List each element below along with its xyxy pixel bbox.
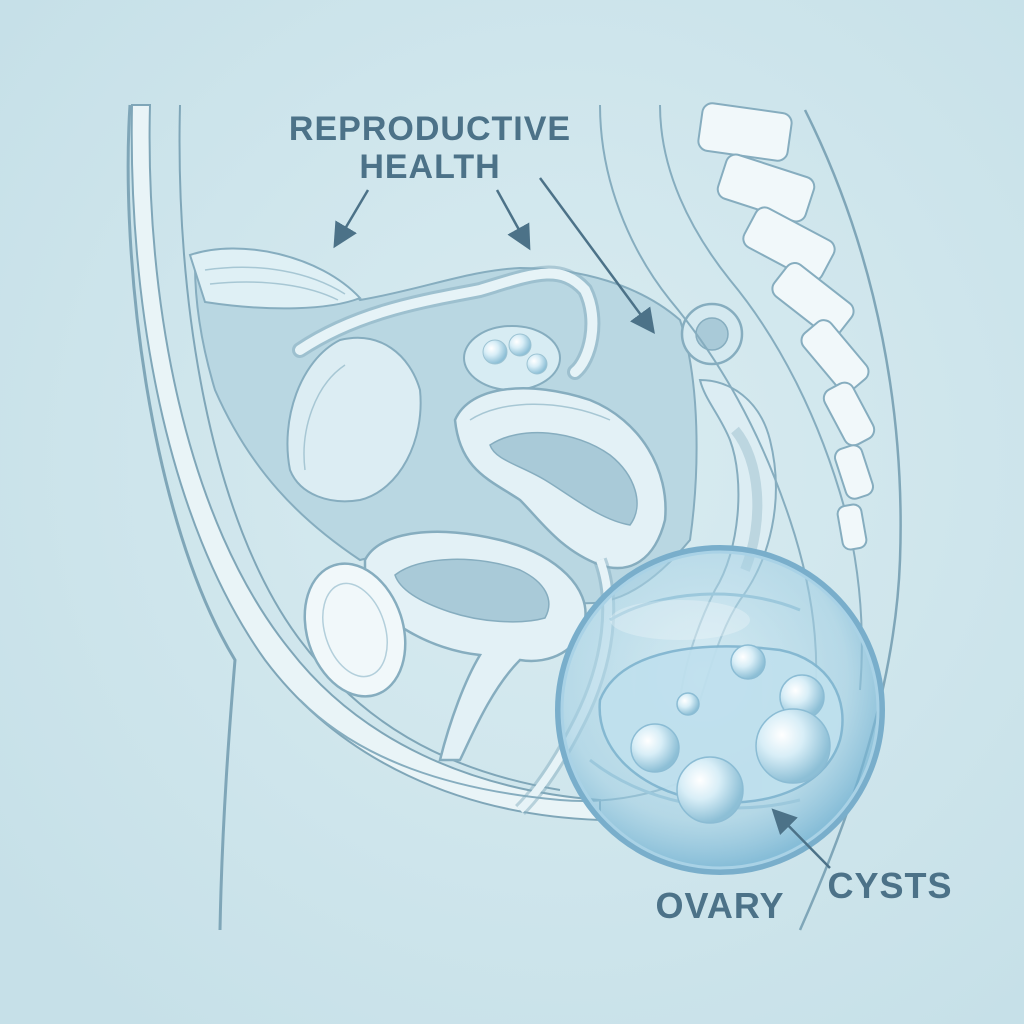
- cyst: [630, 723, 680, 773]
- title-line-1: REPRODUCTIVE: [289, 110, 571, 148]
- arrow-up-left-icon: [771, 808, 831, 869]
- arrow-down-icon: [333, 189, 370, 249]
- pubic-bone: [303, 562, 407, 698]
- title-line-2: HEALTH: [359, 148, 500, 186]
- ovary-label: OVARY: [655, 885, 784, 926]
- cyst: [755, 708, 831, 784]
- cyst: [676, 692, 700, 716]
- body-outline-back: [798, 109, 902, 931]
- bladder-dome: [286, 336, 422, 503]
- ovary-magnifier: [555, 545, 885, 875]
- arrow-down-icon: [495, 189, 531, 251]
- bladder-lumen: [394, 558, 550, 623]
- body-outline-front: [126, 104, 237, 931]
- intestine-loop: [188, 247, 362, 310]
- fallopian-tube: [295, 268, 598, 377]
- cysts-label: CYSTS: [827, 865, 952, 906]
- spine: [599, 102, 876, 701]
- cyst: [730, 644, 766, 680]
- arrow-down-icon: [538, 177, 655, 335]
- uterine-cavity: [489, 431, 638, 526]
- cyst: [676, 756, 744, 824]
